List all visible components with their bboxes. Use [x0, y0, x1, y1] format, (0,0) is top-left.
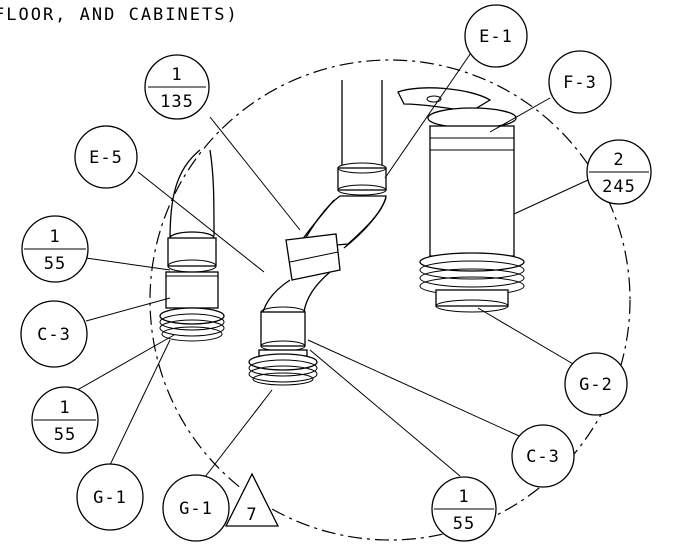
right-stack-assembly [397, 87, 525, 313]
svg-text:1: 1 [171, 65, 182, 85]
callout-g1-left: G-1 [76, 463, 144, 531]
callout-g2: G-2 [564, 352, 628, 416]
svg-text:245: 245 [602, 177, 636, 197]
fraction-bubble-1-55-bottom: 1 55 [431, 476, 497, 542]
fraction-bubble-1-55-left-lower: 1 55 [31, 386, 99, 454]
svg-text:G-1: G-1 [93, 488, 127, 508]
svg-text:7: 7 [246, 505, 257, 525]
svg-text:E-1: E-1 [479, 27, 513, 47]
leader-lines [64, 46, 589, 491]
callout-e5: E-5 [74, 125, 138, 189]
svg-text:1: 1 [49, 227, 60, 247]
svg-text:F-3: F-3 [563, 73, 597, 93]
svg-text:E-5: E-5 [89, 148, 123, 168]
svg-text:C-3: C-3 [37, 325, 71, 345]
svg-text:1: 1 [59, 398, 70, 418]
svg-text:C-3: C-3 [526, 447, 560, 467]
callout-c3-right: C-3 [511, 424, 575, 488]
svg-text:135: 135 [160, 92, 194, 112]
svg-text:2: 2 [613, 150, 624, 170]
svg-text:55: 55 [453, 514, 475, 534]
callout-e1: E-1 [464, 4, 528, 68]
detail-boundary-circle [149, 59, 631, 541]
callout-c3-left: C-3 [20, 300, 88, 368]
callout-f3: F-3 [548, 50, 612, 114]
left-trap-assembly [159, 149, 225, 342]
svg-text:55: 55 [54, 425, 76, 445]
svg-text:G-1: G-1 [179, 499, 213, 519]
svg-text:55: 55 [44, 254, 66, 274]
detail-triangle-flag: 7 [224, 472, 280, 527]
svg-text:G-2: G-2 [579, 375, 613, 395]
fraction-bubble-2-245: 2 245 [586, 139, 652, 205]
header-text: FLOOR, AND CABINETS) [0, 5, 239, 25]
fraction-bubble-1-135: 1 135 [144, 54, 210, 120]
center-elbow-assembly [248, 80, 387, 386]
svg-text:1: 1 [458, 487, 469, 507]
fraction-bubble-1-55-left-upper: 1 55 [21, 215, 89, 283]
callout-g1-mid: G-1 [162, 474, 230, 542]
